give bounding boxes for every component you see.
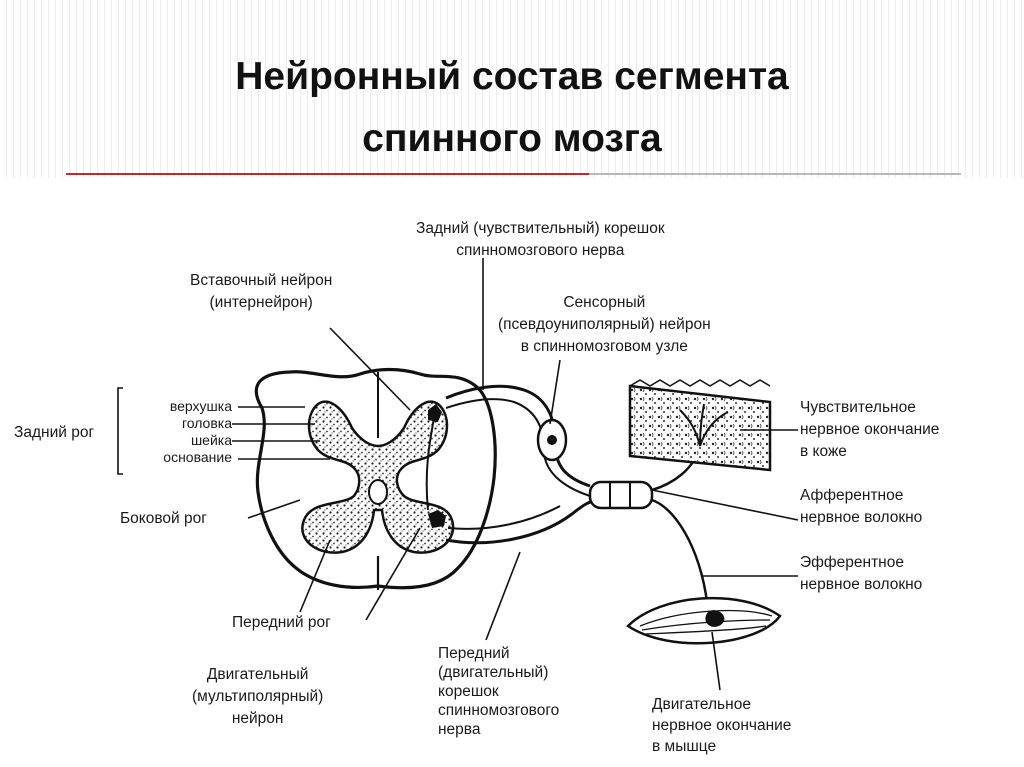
motor-end-plate <box>705 610 725 627</box>
leader-lines <box>117 258 799 691</box>
label-afferent-fiber: Афферентное нервное волокно <box>800 487 923 526</box>
label-dorsal-horn-parts: верхушка головка шейка основание <box>140 398 232 466</box>
label-lateral-horn: Боковой рог <box>120 510 207 527</box>
interneuron-body <box>428 404 442 422</box>
central-canal <box>368 479 388 505</box>
ventral-root <box>445 498 601 545</box>
diagram-panel <box>0 178 1024 767</box>
motor-neuron-body <box>428 510 446 528</box>
label-interneuron: Вставочный нейрон (интернейрон) <box>190 272 333 311</box>
dorsal-root-inner <box>445 398 591 497</box>
sensory-neuron-body <box>547 435 557 445</box>
label-skin-ending: Чувствительное нервное окончание в коже <box>800 399 940 460</box>
label-motor-neuron: Двигательный (мультиполярный) нейрон <box>192 666 324 727</box>
label-dorsal-horn-base: основание <box>163 449 232 465</box>
interneuron-process <box>425 417 435 511</box>
skin-nerve-branches <box>679 403 729 447</box>
label-efferent-fiber: Эфферентное нервное волокно <box>800 554 923 593</box>
label-ventral-root: Передний (двигательный) корешок спинномо… <box>438 645 560 738</box>
muscle <box>626 596 782 645</box>
label-dorsal-horn-head: головка <box>181 415 232 431</box>
spinal-nerve-sheath <box>588 480 654 510</box>
title-line-1: Нейронный состав сегмента <box>235 55 789 98</box>
title-line-2: спинного мозга <box>362 117 662 160</box>
label-sensory-neuron: Сенсорный (псевдоуниполярный) нейрон в с… <box>498 294 711 355</box>
label-dorsal-horn-apex: верхушка <box>169 398 232 414</box>
label-dorsal-horn: Задний рог <box>14 424 95 441</box>
slide-title: Нейронный состав сегмента спинного мозга <box>80 46 944 170</box>
label-ventral-horn: Передний рог <box>232 614 331 631</box>
title-underline-red <box>66 173 589 175</box>
label-dorsal-horn-neck: шейка <box>190 432 232 448</box>
label-dorsal-root: Задний (чувствительный) корешок спинномо… <box>416 220 665 259</box>
title-underline-grey <box>589 173 961 175</box>
label-muscle-ending: Двигательное нервное окончание в мышце <box>652 696 792 755</box>
skin-surface <box>629 379 771 387</box>
dorsal-root <box>445 384 591 488</box>
ventral-root-inner <box>447 505 561 530</box>
grey-matter <box>301 400 455 554</box>
efferent-fiber-line <box>651 498 710 613</box>
